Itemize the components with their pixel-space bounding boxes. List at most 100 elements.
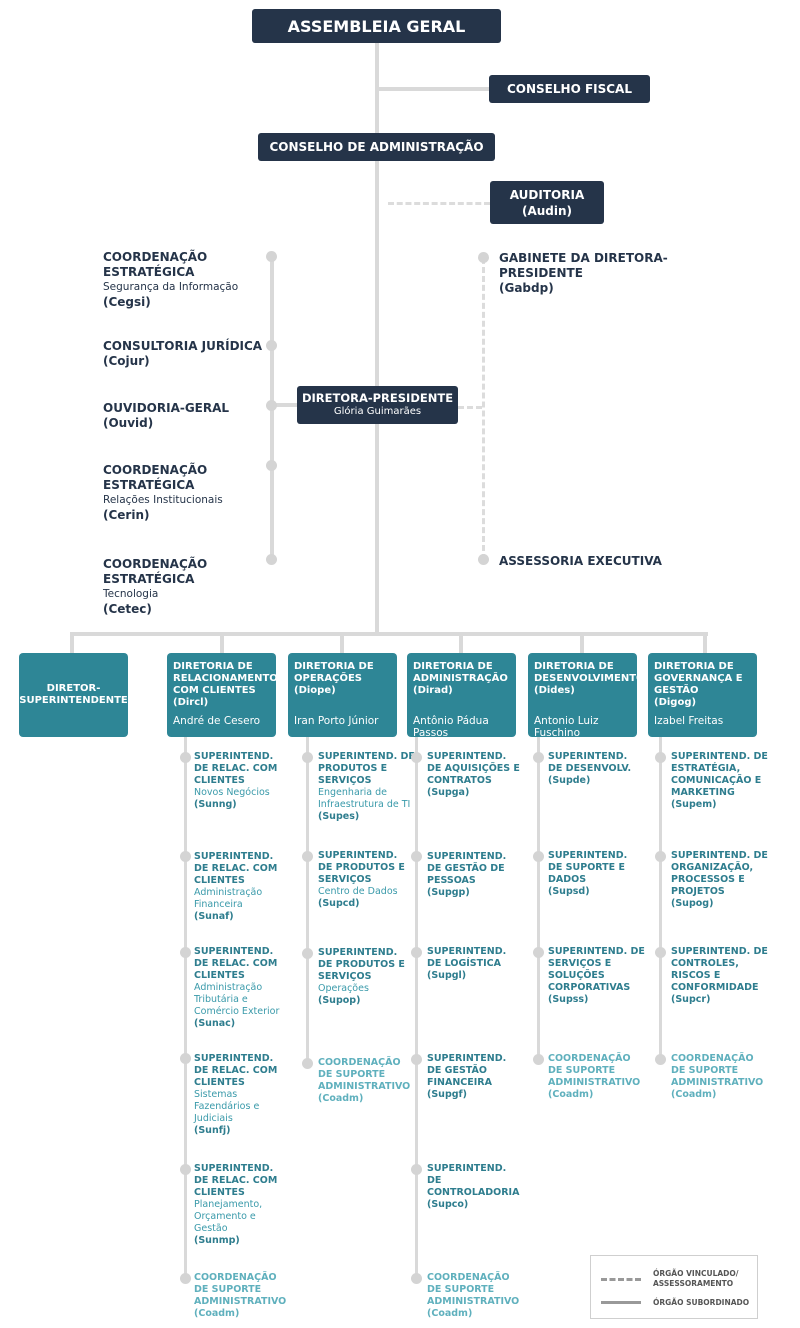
unit-description: Centro de Dados [318,886,398,897]
directorate-person: Izabel Freitas [654,715,724,727]
staff-abbr: (Ouvid) [103,416,154,430]
directorate-title: DIRETORIA DE ADMINISTRAÇÃO [413,661,508,684]
unit-node-dot [533,851,544,862]
directorate-dides-box: DIRETORIA DE DESENVOLVIMENTO (Dides) Ant… [528,653,645,739]
unit-abbr: (Sunfj) [194,1125,231,1136]
directorate-dircl-box: DIRETORIA DE RELACIONAMENTO COM CLIENTES… [167,653,278,737]
right-staff-dashed-connector [458,406,482,409]
unit-node-dot [533,1054,544,1065]
staff-subtitle: Tecnologia [103,588,159,600]
staff-title: COORDENAÇÃO ESTRATÉGICA [103,250,208,279]
unit-title: SUPERINTEND. DE LOGÍSTICA [427,946,507,969]
unit-title: SUPERINTEND. DE RELAC. COM CLIENTES [194,1053,278,1088]
unit-sunmp: SUPERINTEND. DE RELAC. COM CLIENTES Plan… [194,1163,290,1247]
staff-abbr: (Gabdp) [499,281,554,295]
unit-description: Operações [318,983,369,994]
directorate-abbr: (Dides) [534,685,575,696]
directorate-dirad-box: DIRETORIA DE ADMINISTRAÇÃO (Dirad) Antôn… [407,653,516,739]
unit-coadm-dirad: COORDENAÇÃO DE SUPORTE ADMINISTRATIVO (C… [427,1272,525,1320]
staff-cerin: COORDENAÇÃO ESTRATÉGICA Relações Institu… [103,463,263,523]
unit-abbr: (Sunng) [194,799,237,810]
unit-node-dot [180,851,191,862]
unit-supgl: SUPERINTEND. DE LOGÍSTICA (Supgl) [427,946,523,982]
unit-description: Novos Negócios [194,787,270,798]
directorate-digog-box: DIRETORIA DE GOVERNANÇA E GESTÃO (Digog)… [648,653,757,737]
unit-abbr: (Supco) [427,1199,469,1210]
directorates-horizontal-line [70,632,708,636]
directorate-title: DIRETORIA DE GOVERNANÇA E GESTÃO [654,661,743,696]
auditoria-abbr: (Audin) [521,203,573,218]
unit-node-dot [411,1054,422,1065]
drop-line [340,632,344,654]
unit-node-dot [411,947,422,958]
unit-title: SUPERINTEND. DE PRODUTOS E SERVIÇOS [318,751,415,786]
unit-supog: SUPERINTEND. DE ORGANIZAÇÃO, PROCESSOS E… [671,850,771,910]
legend-dashed-label: ÓRGÃO VINCULADO/ ASSESSORAMENTO [653,1269,739,1288]
unit-node-dot [411,752,422,763]
drop-line [70,632,74,654]
unit-description: Administração Tributária e Comércio Exte… [194,982,280,1017]
main-trunk-line [375,40,379,634]
directorate-abbr: (Digog) [654,697,697,708]
unit-abbr: (Sunaf) [194,911,234,922]
unit-supcd: SUPERINTEND. DE PRODUTOS E SERVIÇOS Cent… [318,850,414,910]
drop-line [459,632,463,654]
staff-node-dot [266,340,277,351]
legend-solid-label: ÓRGÃO SUBORDINADO [653,1298,750,1307]
staff-node-dot [478,554,489,565]
unit-title: COORDENAÇÃO DE SUPORTE ADMINISTRATIVO [318,1057,411,1092]
unit-sunac: SUPERINTEND. DE RELAC. COM CLIENTES Admi… [194,946,290,1030]
unit-abbr: (Coadm) [671,1089,717,1100]
unit-title: SUPERINTEND. DE SUPORTE E DADOS [548,850,628,885]
unit-description: Administração Financeira [194,887,263,910]
staff-abbr: (Cegsi) [103,295,151,309]
staff-title: GABINETE DA DIRETORA-PRESIDENTE [499,251,668,280]
unit-supga: SUPERINTEND. DE AQUISIÇÕES E CONTRATOS (… [427,751,523,799]
unit-abbr: (Supde) [548,775,591,786]
legend-dashed-line-icon [601,1278,641,1281]
staff-abbr: (Cetec) [103,602,152,616]
unit-supsd: SUPERINTEND. DE SUPORTE E DADOS (Supsd) [548,850,644,898]
directorate-abbr: (Diope) [294,685,336,696]
directorate-person: André de Cesero [173,715,261,727]
staff-node-dot [266,554,277,565]
unit-description: Sistemas Fazendários e Judiciais [194,1089,260,1124]
unit-node-dot [411,1273,422,1284]
unit-node-dot [180,1164,191,1175]
staff-cegsi: COORDENAÇÃO ESTRATÉGICA Segurança da Inf… [103,250,263,310]
unit-title: SUPERINTEND. DE ESTRATÉGIA, COMUNICAÇÃO … [671,751,768,798]
unit-abbr: (Supem) [671,799,717,810]
staff-title: OUVIDORIA-GERAL [103,401,230,415]
unit-title: SUPERINTEND. DE AQUISIÇÕES E CONTRATOS [427,751,520,786]
unit-abbr: (Coadm) [427,1308,473,1319]
staff-subtitle: Segurança da Informação [103,281,239,293]
unit-sunfj: SUPERINTEND. DE RELAC. COM CLIENTES Sist… [194,1053,290,1137]
unit-abbr: (Supog) [671,898,714,909]
unit-title: COORDENAÇÃO DE SUPORTE ADMINISTRATIVO [548,1053,641,1088]
unit-title: SUPERINTEND. DE RELAC. COM CLIENTES [194,1163,278,1198]
unit-node-dot [655,752,666,763]
directorate-person: Antonio Luiz Fuschino [534,715,599,739]
dides-column-line [537,737,540,1057]
unit-sunaf: SUPERINTEND. DE RELAC. COM CLIENTES Admi… [194,851,290,923]
directorate-person: Iran Porto Júnior [294,715,379,727]
unit-supgf: SUPERINTEND. DE GESTÃO FINANCEIRA (Supgf… [427,1053,523,1101]
diretora-presidente-person: Glória Guimarães [333,406,422,417]
unit-abbr: (Supsd) [548,886,590,897]
unit-abbr: (Supcr) [671,994,711,1005]
unit-abbr: (Supss) [548,994,589,1005]
unit-coadm-dircl: COORDENAÇÃO DE SUPORTE ADMINISTRATIVO (C… [194,1272,292,1320]
unit-coadm-dides: COORDENAÇÃO DE SUPORTE ADMINISTRATIVO (C… [548,1053,646,1101]
directorate-person: Antônio Pádua Passos [413,715,489,739]
conselho-fiscal-box: CONSELHO FISCAL [489,75,650,103]
unit-title: SUPERINTEND. DE SERVIÇOS E SOLUÇÕES CORP… [548,946,645,993]
unit-title: SUPERINTEND. DE PRODUTOS E SERVIÇOS [318,850,405,885]
staff-node-dot [266,251,277,262]
unit-title: SUPERINTEND. DE ORGANIZAÇÃO, PROCESSOS E… [671,850,768,897]
staff-cetec: COORDENAÇÃO ESTRATÉGICA Tecnologia (Cete… [103,557,263,617]
conselho-administracao-box: CONSELHO DE ADMINISTRAÇÃO [258,133,495,161]
unit-abbr: (Sunmp) [194,1235,240,1246]
assembleia-geral-label: ASSEMBLEIA GERAL [287,16,466,36]
unit-title: SUPERINTEND. DE DESENVOLV. [548,751,632,774]
unit-node-dot [180,1053,191,1064]
